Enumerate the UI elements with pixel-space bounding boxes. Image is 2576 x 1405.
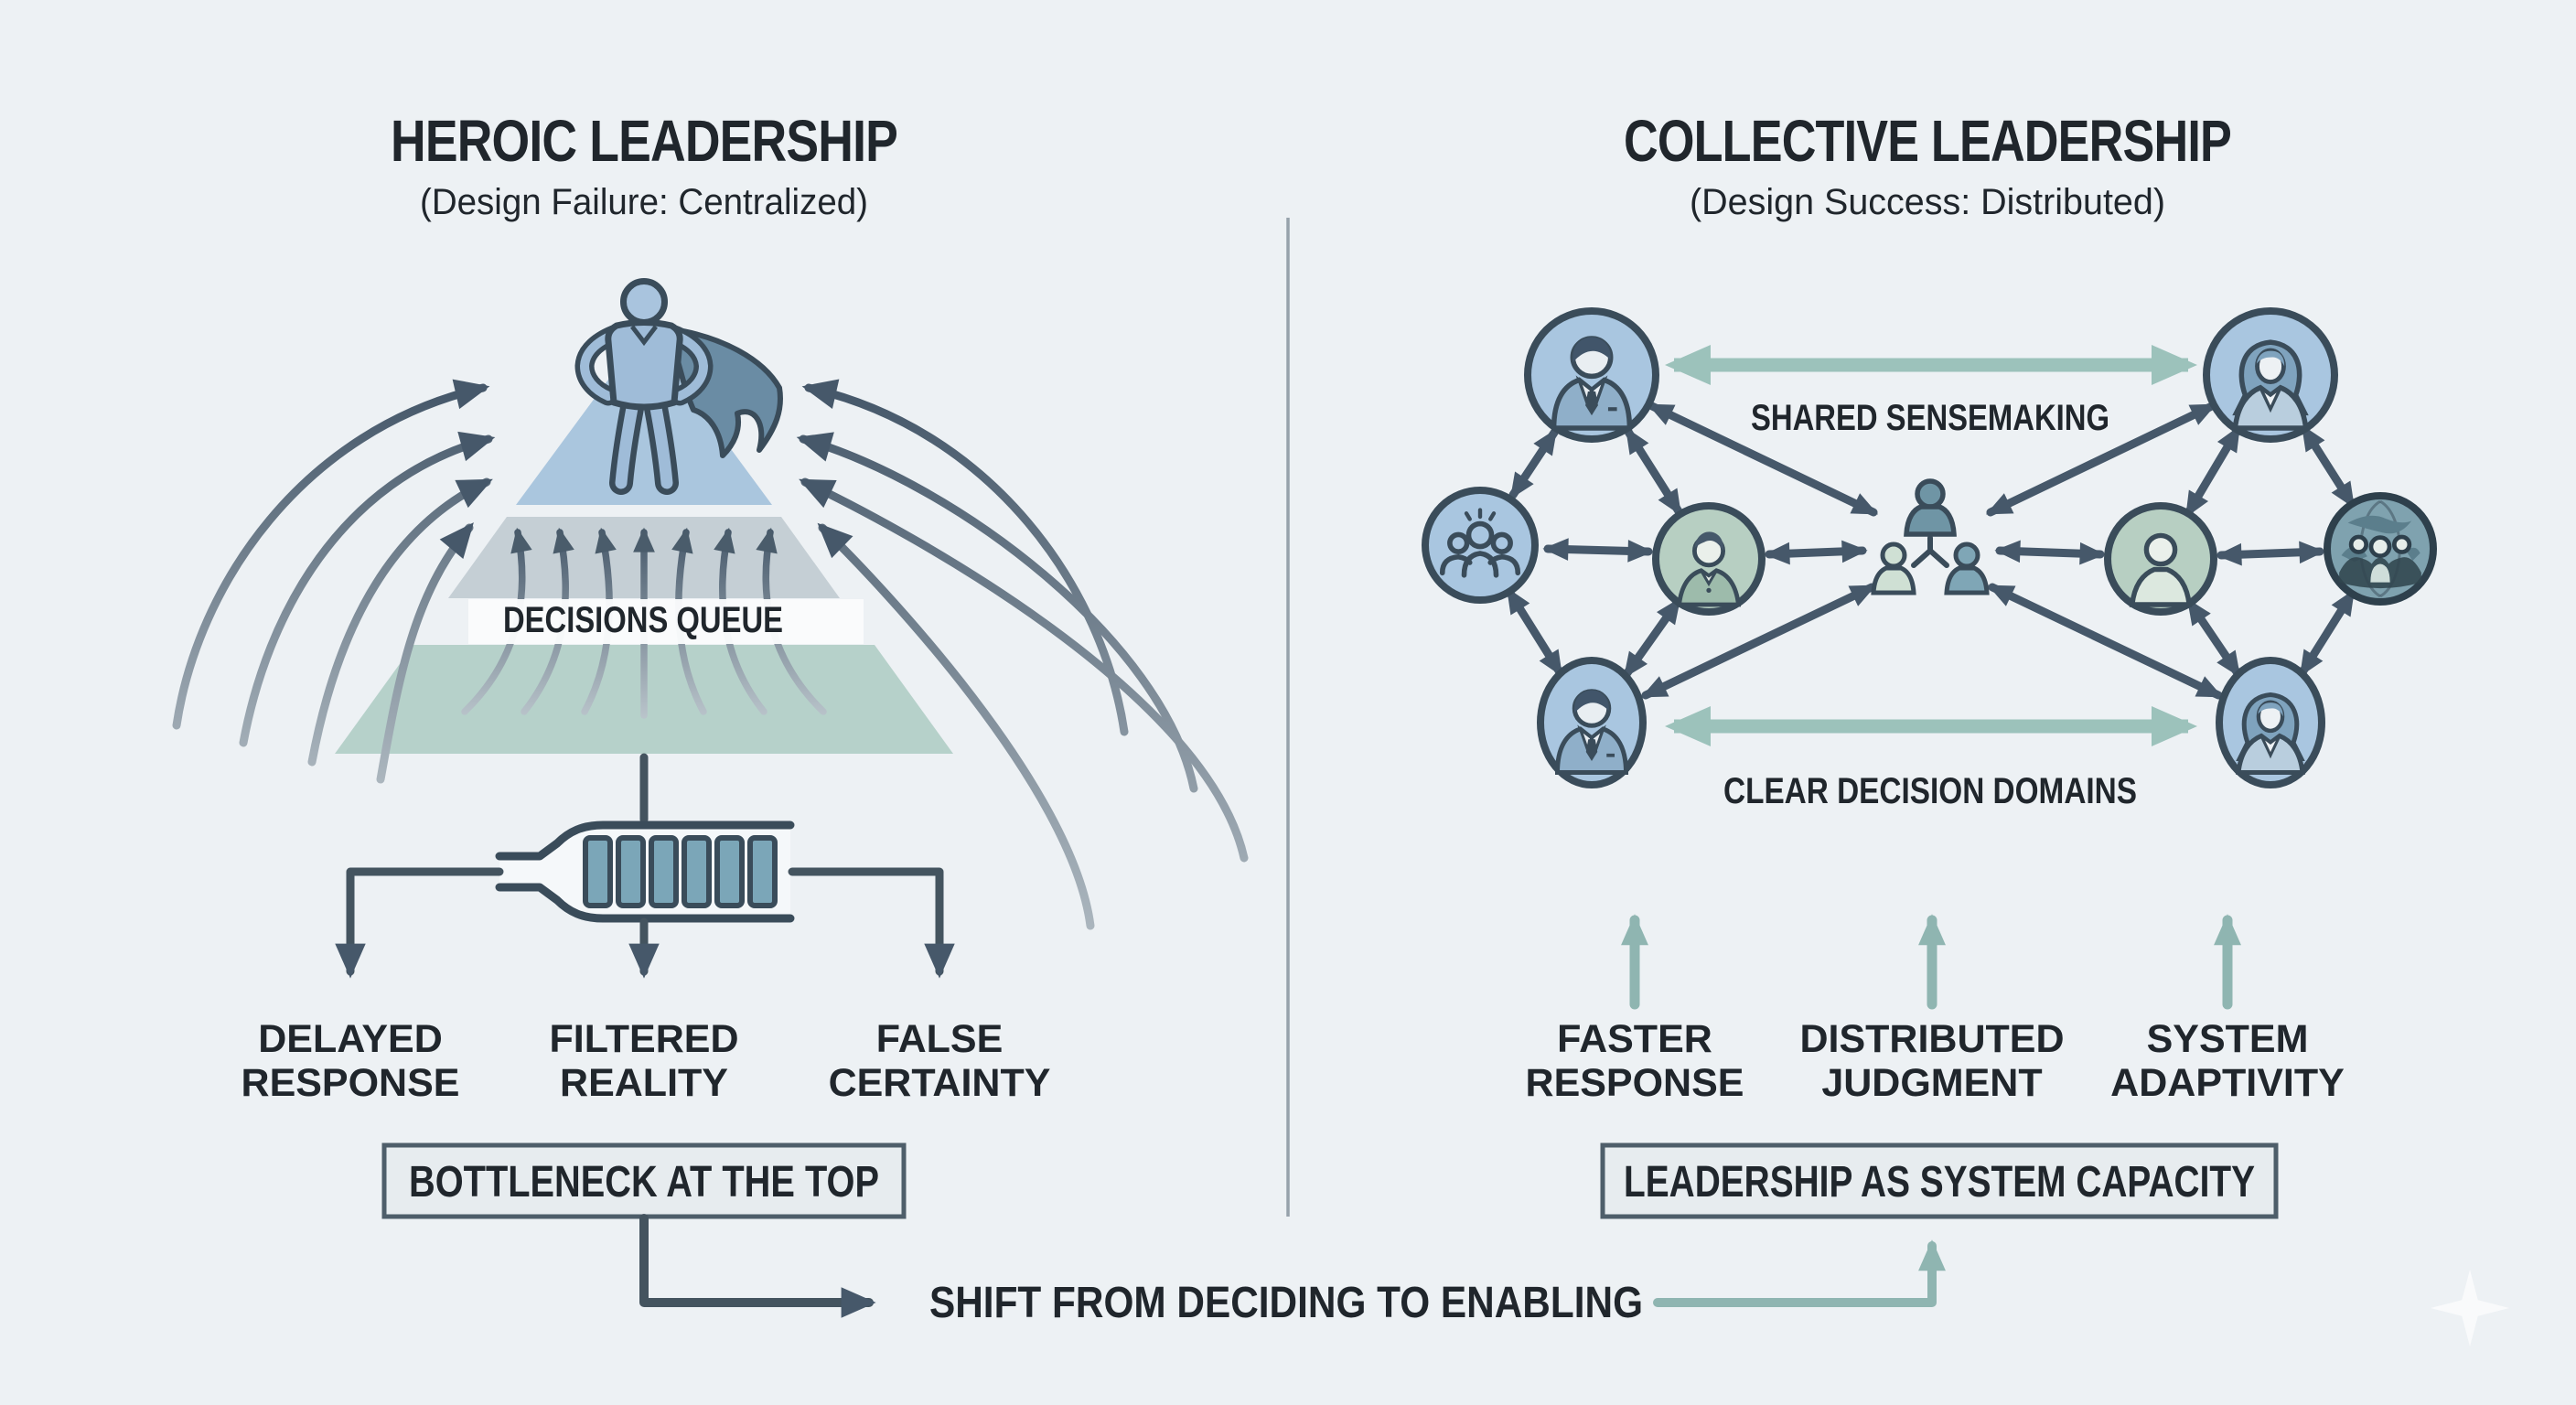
left-swoosh-arrows-icon bbox=[172, 379, 496, 784]
footer: SHIFT FROM DECIDING TO ENABLING bbox=[639, 1214, 1946, 1327]
right-swoosh-arrows-icon bbox=[796, 379, 1249, 930]
box-to-shift-connector bbox=[639, 1214, 876, 1318]
false-certainty-label-line1: FALSE bbox=[876, 1017, 1004, 1061]
avatar-top-right-female bbox=[2203, 307, 2338, 443]
filtered-label-line1: FILTERED bbox=[549, 1017, 738, 1061]
distributed-label-line1: DISTRIBUTED bbox=[1799, 1017, 2064, 1061]
shift-label: SHIFT FROM DECIDING TO ENABLING bbox=[929, 1279, 1643, 1327]
superhero-figure-icon bbox=[574, 278, 783, 495]
global-team-icon bbox=[2324, 492, 2437, 606]
avatar-mid-right-person bbox=[2104, 502, 2217, 616]
bottle-queue-icon bbox=[495, 820, 795, 923]
right-outcome-labels: FASTER RESPONSE DISTRIBUTED JUDGMENT SYS… bbox=[1526, 1017, 2345, 1105]
adaptivity-label-line2: ADAPTIVITY bbox=[2110, 1061, 2345, 1105]
filtered-label-line2: REALITY bbox=[560, 1061, 728, 1105]
right-subtitle: (Design Success: Distributed) bbox=[1690, 182, 2165, 222]
decisions-queue-band: DECISIONS QUEUE bbox=[468, 599, 864, 644]
faster-label-line1: FASTER bbox=[1557, 1017, 1712, 1061]
center-team-trio-icon bbox=[1871, 478, 1990, 595]
bottleneck-box: BOTTLENECK AT THE TOP bbox=[381, 1142, 907, 1219]
avatar-mid-left-male bbox=[1652, 502, 1766, 616]
left-subtitle: (Design Failure: Centralized) bbox=[420, 182, 868, 222]
delayed-label-line1: DELAYED bbox=[258, 1017, 443, 1061]
right-panel: COLLECTIVE LEADERSHIP (Design Success: D… bbox=[1422, 108, 2437, 1219]
left-outcome-labels: DELAYED RESPONSE FILTERED REALITY FALSE … bbox=[242, 1017, 1051, 1105]
avatar-bottom-right-female bbox=[2216, 657, 2325, 788]
clear-decision-domains-label: CLEAR DECISION DOMAINS bbox=[1723, 771, 2137, 811]
corner-sparkle-icon bbox=[2431, 1270, 2509, 1346]
capacity-box-label: LEADERSHIP AS SYSTEM CAPACITY bbox=[1624, 1158, 2255, 1207]
shared-sensemaking-label: SHARED SENSEMAKING bbox=[1751, 398, 2109, 438]
bottleneck-box-label: BOTTLENECK AT THE TOP bbox=[409, 1158, 879, 1207]
distributed-label-line2: JUDGMENT bbox=[1821, 1061, 2042, 1105]
false-certainty-label-line2: CERTAINTY bbox=[829, 1061, 1051, 1105]
left-panel: HEROIC LEADERSHIP (Design Failure: Centr… bbox=[172, 108, 1249, 1219]
benefit-up-arrows bbox=[1621, 914, 2241, 1010]
capacity-box: LEADERSHIP AS SYSTEM CAPACITY bbox=[1600, 1142, 2279, 1219]
decisions-queue-label: DECISIONS QUEUE bbox=[503, 600, 783, 640]
network-links bbox=[1505, 402, 2356, 700]
false-certainty-connector bbox=[788, 867, 955, 979]
delayed-connector bbox=[335, 867, 504, 979]
faster-label-line2: RESPONSE bbox=[1526, 1061, 1744, 1105]
avatar-bottom-left-male bbox=[1537, 657, 1647, 788]
adaptivity-label-line1: SYSTEM bbox=[2147, 1017, 2309, 1061]
shift-to-capacity-connector bbox=[1653, 1239, 1946, 1307]
avatar-top-left-male bbox=[1524, 307, 1659, 443]
left-title: HEROIC LEADERSHIP bbox=[391, 108, 897, 174]
team-group-icon bbox=[1422, 487, 1539, 604]
delayed-label-line2: RESPONSE bbox=[242, 1061, 460, 1105]
right-title: COLLECTIVE LEADERSHIP bbox=[1624, 108, 2231, 174]
